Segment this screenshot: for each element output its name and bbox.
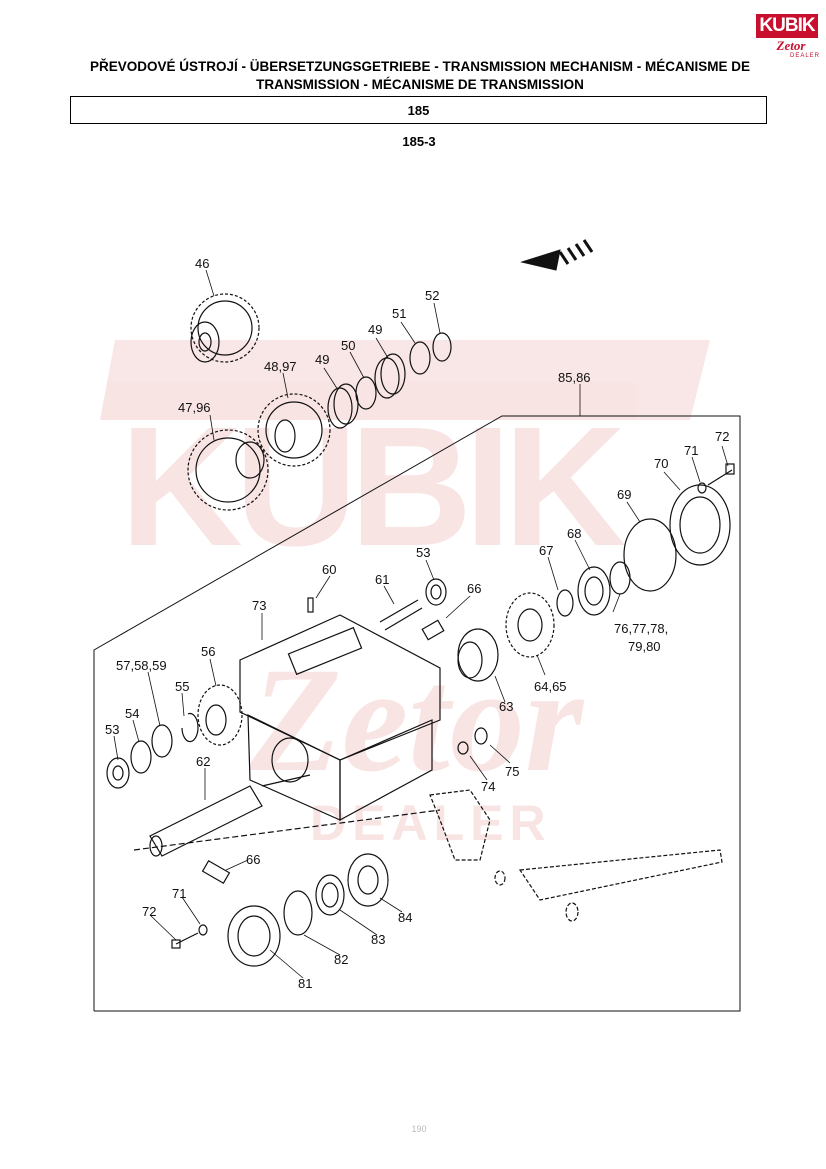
logo-dealer: DEALER [790,53,821,59]
kubik-zetor-logo: KUBIK Zetor DEALER [756,14,821,64]
detent-66-bottom [201,859,231,885]
gear-56 [197,684,243,746]
callout-49-a: 49 [315,352,329,367]
callout-62: 62 [196,754,210,769]
watermark-brand: KUBIK [120,392,626,582]
callout-61: 61 [375,572,389,587]
callout-69: 69 [617,487,631,502]
callout-68: 68 [567,526,581,541]
callout-79-80: 79,80 [628,639,661,654]
assembly-frame [93,415,741,1012]
ring-82 [283,890,313,936]
gear-46 [190,293,260,363]
ring-74 [457,741,469,755]
callout-72-top: 72 [715,429,729,444]
bearing-53-top [425,578,447,606]
shaft-axis-line [133,809,441,851]
pin-60 [307,597,314,613]
gear-47-96 [187,429,269,511]
callout-75: 75 [505,764,519,779]
circlip-55 [181,712,199,743]
cover-81 [227,905,281,967]
callout-49-b: 49 [368,322,382,337]
callout-56: 56 [201,644,215,659]
callout-50: 50 [341,338,355,353]
page-number: 190 [411,1124,427,1134]
callout-81: 81 [298,976,312,991]
bolt-72 [707,463,735,486]
callout-63: 63 [499,699,513,714]
ring-67 [556,589,574,617]
sleeve-83 [315,874,345,916]
callout-66-bottom: 66 [246,852,260,867]
housing-73 [239,614,441,822]
callout-70: 70 [654,456,668,471]
bearing-68 [577,566,611,616]
watermark-dealer: DEALER [310,795,552,851]
bearing-49-a [327,383,359,429]
linkage-assembly [429,789,723,922]
watermark-sub: Zetor [249,637,585,803]
bearing-84 [347,853,389,907]
callout-82: 82 [334,952,348,967]
watermark: KUBIK Zetor DEALER [100,340,710,851]
page-title: PŘEVODOVÉ ÚSTROJÍ - ÜBERSETZUNGSGETRIEBE… [89,59,751,92]
bearing-49-b [374,353,406,399]
callout-84: 84 [398,910,412,925]
logo-sub: Zetor [776,38,806,53]
callout-71-top: 71 [684,443,698,458]
callout-67: 67 [539,543,553,558]
callout-85-86: 85,86 [558,370,591,385]
gasket-69 [623,518,677,592]
logo-brand: KUBIK [756,14,818,38]
callout-47-96: 47,96 [178,400,211,415]
shaft-62 [149,774,311,857]
bearing-53-left [106,757,130,789]
section-number: 185 [70,96,767,124]
callout-76-78: 76,77,78, [614,621,668,636]
bolt-72-bottom [171,932,199,949]
callout-74: 74 [481,779,495,794]
ring-52 [432,332,452,362]
ring-54 [130,740,152,774]
ring-51 [409,341,431,375]
detent-66-top [421,619,445,641]
callout-51: 51 [392,306,406,321]
shaft-61 [379,599,423,631]
washer-71-bottom [198,924,208,936]
callout-60: 60 [322,562,336,577]
washer-71 [697,482,707,494]
callout-53-top: 53 [416,545,430,560]
figure-number: 185-3 [402,134,436,149]
callout-71-bottom: 71 [172,886,186,901]
callout-64-65: 64,65 [534,679,567,694]
callout-labels: 46 47,96 48,97 49 50 49 51 52 85,86 72 7… [105,256,729,991]
sleeve-63 [457,628,499,682]
leader-lines [113,269,729,979]
ring-57-59 [151,724,173,758]
gear-48-97 [257,393,331,467]
callout-73: 73 [252,598,266,613]
callout-55: 55 [175,679,189,694]
callout-66-top: 66 [467,581,481,596]
callout-83: 83 [371,932,385,947]
plug-75 [474,727,488,745]
callout-57-59: 57,58,59 [116,658,167,673]
cover-70 [669,484,731,566]
callout-53-left: 53 [105,722,119,737]
direction-arrow [520,239,594,271]
callout-52: 52 [425,288,439,303]
callout-48-97: 48,97 [264,359,297,374]
callout-72-bottom: 72 [142,904,156,919]
callout-54: 54 [125,706,139,721]
callout-46: 46 [195,256,209,271]
gear-64-65 [505,592,555,658]
ring-50 [355,376,377,410]
